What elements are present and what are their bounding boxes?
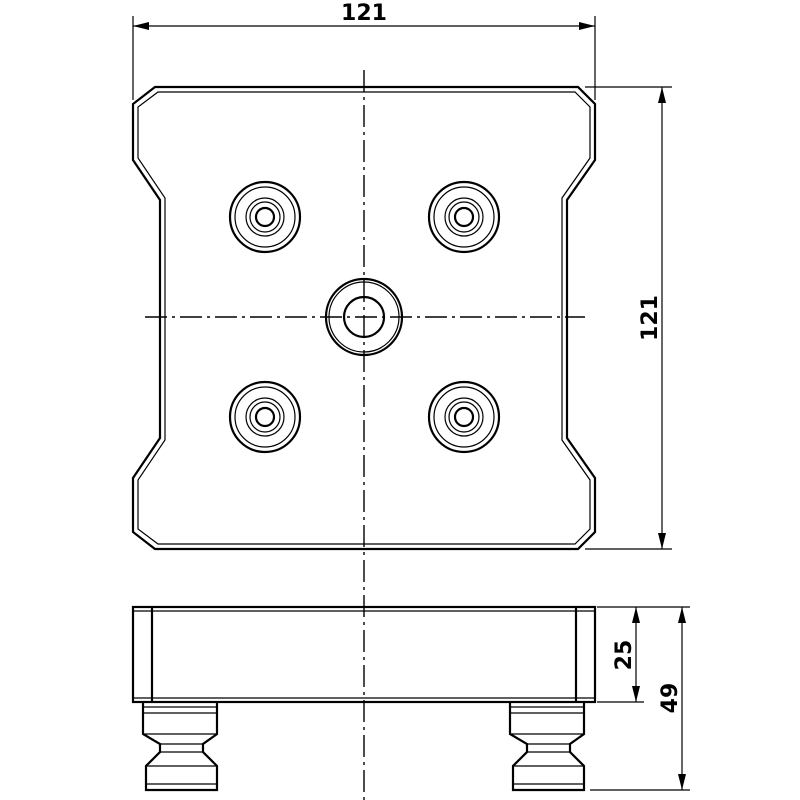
width-dimension-label: 121	[341, 1, 387, 26]
side-view	[131, 605, 597, 792]
clamping-pin-right	[508, 702, 586, 792]
base-height-dimension-label: 25	[612, 640, 637, 671]
plate-inner-edge	[137, 91, 591, 545]
clamping-pin-left	[141, 702, 219, 792]
mounting-hole-top-left	[228, 180, 302, 254]
total-height-dimension-label: 49	[658, 683, 683, 714]
mounting-hole-bottom-right	[427, 380, 501, 454]
top-view	[131, 85, 597, 551]
width-dimension: 121	[132, 1, 596, 100]
height-dimension: 121	[585, 86, 672, 550]
plate-outline	[131, 85, 597, 551]
total-height-dimension: 49	[590, 607, 690, 791]
mounting-hole-top-right	[427, 180, 501, 254]
base-height-dimension: 25	[597, 606, 690, 703]
height-dimension-label: 121	[638, 295, 663, 341]
mounting-hole-bottom-left	[228, 380, 302, 454]
base-plate	[131, 605, 597, 704]
